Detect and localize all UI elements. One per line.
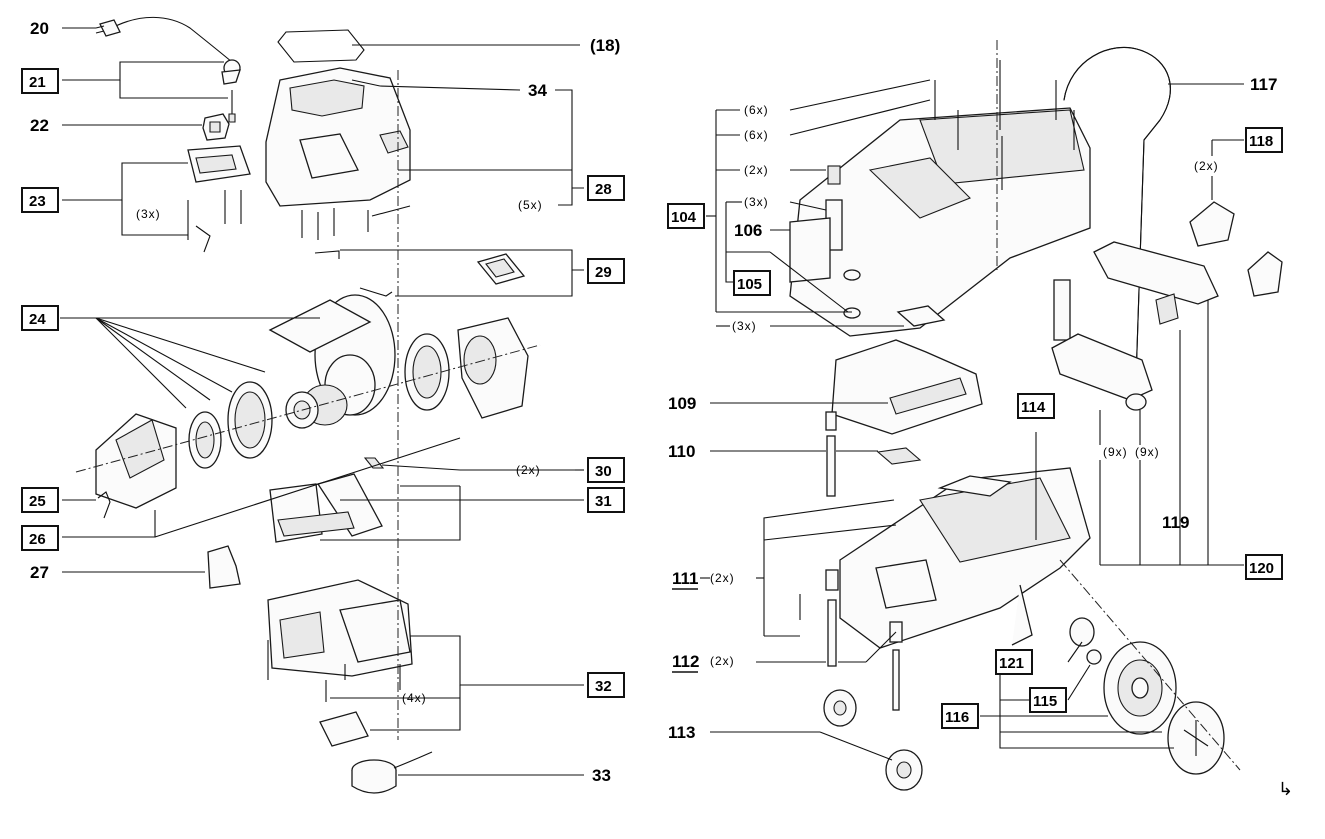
part-25-cable: [62, 491, 111, 519]
label-26: 26: [29, 531, 46, 548]
part-109-tray: [710, 339, 983, 435]
count-118: (2x): [1194, 159, 1219, 173]
label-110: 110: [668, 442, 695, 461]
label-113: 113: [668, 723, 695, 742]
label-18: (18): [590, 36, 620, 55]
part-28-callout: [371, 89, 584, 217]
label-34: 34: [528, 81, 547, 100]
label-22: 22: [30, 116, 49, 135]
part-34-top-housing: [265, 67, 521, 240]
label-32: 32: [595, 678, 612, 695]
label-116: 116: [945, 709, 969, 726]
part-33-cap: [351, 751, 584, 794]
part-106-105-bracket: [725, 201, 849, 313]
label-112: 112: [672, 652, 699, 671]
count-23: (3x): [136, 207, 161, 221]
label-118: 118: [1249, 133, 1273, 150]
box-24: [21, 305, 59, 331]
box-121: [995, 649, 1033, 675]
label-120: 120: [1249, 560, 1274, 577]
label-33: 33: [592, 766, 611, 785]
box-104: [667, 203, 705, 229]
count-119-a: (9x): [1103, 445, 1128, 459]
box-28: [587, 175, 625, 201]
count-106: (3x): [744, 195, 769, 209]
box-115: [1029, 687, 1067, 713]
label-24: 24: [29, 311, 46, 328]
label-106: 106: [734, 221, 762, 240]
part-29-gasket: [314, 249, 584, 297]
box-120: [1245, 554, 1283, 580]
label-25: 25: [29, 493, 46, 510]
part-111-pins: [700, 499, 897, 637]
box-118: [1245, 127, 1283, 153]
count-32: (4x): [402, 691, 427, 705]
count-seal: (3x): [732, 319, 757, 333]
label-31: 31: [595, 493, 612, 510]
label-105: 105: [737, 276, 762, 293]
count-104-a: (6x): [744, 103, 769, 117]
box-31: [587, 487, 625, 513]
part-30-brush: [363, 457, 584, 471]
part-20-power-cord: [62, 16, 233, 63]
box-114: [1017, 393, 1055, 419]
count-28: (5x): [518, 198, 543, 212]
part-27-bracket: [62, 545, 241, 589]
label-23: 23: [29, 193, 46, 210]
part-21-cord-clamp: [62, 59, 241, 123]
wheel-axis: [1059, 559, 1241, 771]
part-31-filter-housing: [269, 473, 584, 543]
label-30: 30: [595, 463, 612, 480]
label-119: 119: [1162, 513, 1189, 532]
label-114: 114: [1021, 399, 1046, 416]
part-22-switch: [62, 113, 230, 141]
box-26: [21, 525, 59, 551]
motor-axis: [75, 344, 541, 473]
label-117: 117: [1250, 75, 1277, 94]
part-110-rod: [710, 411, 922, 497]
box-23: [21, 187, 59, 213]
part-114-container: [839, 432, 1091, 649]
part-18-handle: [277, 29, 580, 63]
box-32: [587, 672, 625, 698]
part-104-top-frame: [706, 60, 1091, 337]
part-115-116-121-wheel: [980, 617, 1225, 775]
label-121: 121: [999, 655, 1024, 672]
part-113-caster-wheel: [710, 689, 923, 791]
box-25: [21, 487, 59, 513]
count-119-b: (9x): [1135, 445, 1160, 459]
count-111: (2x): [710, 571, 735, 585]
count-112: (2x): [710, 654, 735, 668]
box-29: [587, 258, 625, 284]
count-104-b: (6x): [744, 128, 769, 142]
label-21: 21: [29, 74, 46, 91]
box-21: [21, 68, 59, 94]
part-26-callout: [62, 437, 461, 538]
count-104-c: (2x): [744, 163, 769, 177]
count-30: (2x): [516, 463, 541, 477]
label-111: 111: [672, 569, 699, 588]
part-117-push-handle: [1053, 46, 1244, 381]
label-109: 109: [668, 394, 696, 413]
label-104: 104: [671, 209, 697, 226]
part-32-lower-housing: [267, 579, 584, 747]
label-27: 27: [30, 563, 49, 582]
part-119-120-rails: [1051, 241, 1244, 566]
part-112-caster-stem: [756, 569, 903, 711]
part-23-switch-housing: [62, 145, 251, 253]
corner-mark: ↳: [1278, 779, 1293, 799]
part-118-clips: [1189, 139, 1283, 297]
box-105: [733, 270, 771, 296]
box-30: [587, 457, 625, 483]
label-115: 115: [1033, 693, 1057, 710]
part-seal-3x: [716, 305, 946, 327]
label-20: 20: [30, 19, 49, 38]
part-24-motor-assembly: [60, 294, 529, 509]
label-28: 28: [595, 181, 612, 198]
box-116: [941, 703, 979, 729]
label-29: 29: [595, 264, 612, 281]
